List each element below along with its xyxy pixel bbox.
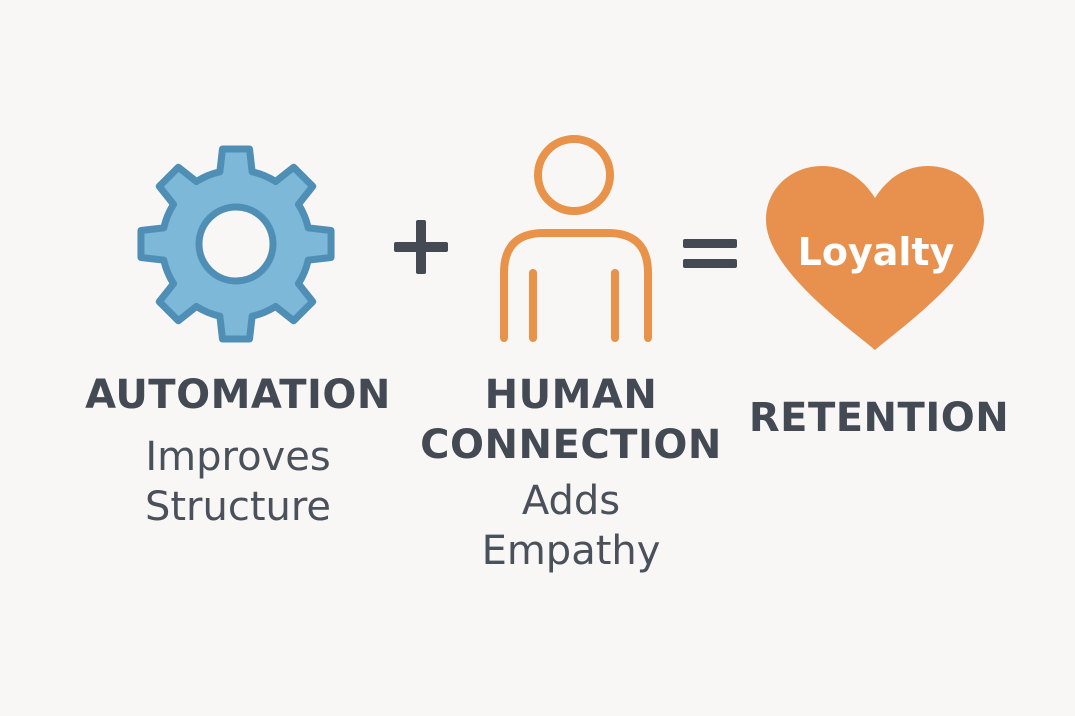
automation-subtitle-line2: Structure — [144, 484, 332, 530]
human-connection-text-group: HUMAN CONNECTION Adds Empathy — [420, 370, 722, 576]
gear-hole — [195, 203, 277, 285]
human-connection-title-line1: HUMAN — [484, 372, 658, 418]
retention-title: RETENTION — [748, 395, 1010, 441]
automation-text-group: AUTOMATION Improves Structure — [85, 370, 391, 532]
person-icon — [500, 135, 652, 342]
automation-subtitle-line1: Improves — [145, 434, 331, 480]
human-connection-subtitle-line1: Adds — [521, 478, 621, 524]
plus-sign — [394, 220, 448, 274]
gear-icon — [137, 145, 335, 343]
person-shoulders — [500, 229, 652, 342]
heart-icon — [766, 166, 984, 350]
equals-sign — [683, 239, 737, 268]
human-connection-subtitle-line2: Empathy — [481, 528, 661, 574]
automation-title: AUTOMATION — [85, 372, 391, 418]
human-connection-title-line2: CONNECTION — [420, 422, 722, 468]
person-head — [534, 135, 614, 215]
heart-label: Loyalty — [797, 230, 955, 274]
retention-text-group: RETENTION — [749, 393, 1009, 443]
